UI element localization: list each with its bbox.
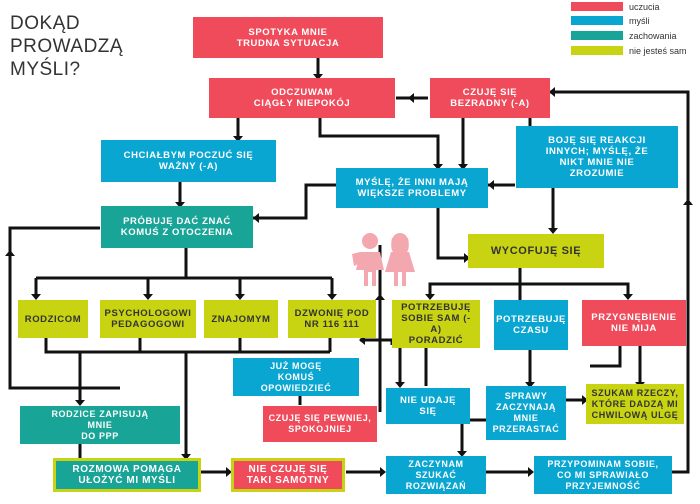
node-potrzebuje-czasu: POTRZEBUJĘ CZASU [494,300,568,350]
node-boje-sie-reakcji: BOJĘ SIĘ REAKCJI INNYCH; MYŚLĘ, ŻE NIKT … [516,126,678,188]
node-trudna-sytuacja: SPOTYKA MNIE TRUDNA SYTUACJA [193,17,383,58]
node-telefon-116111: DZWONIĘ POD NR 116 111 [288,300,376,338]
node-probuje-dac-znac: PRÓBUJĘ DAĆ ZNAĆ KOMUŚ Z OTOCZENIA [101,206,253,248]
node-bezradny: CZUJĘ SIĘ BEZRADNY (-A) [430,78,550,118]
children-illustration-icon [352,233,415,286]
node-poczuc-sie-wazny: CHCIAŁBYM POCZUĆ SIĘ WAŻNY (-A) [101,140,276,182]
legend-label: nie jesteś sam [629,45,687,56]
node-szukam-rozwiazan: ZACZYNAM SZUKAĆ ROZWIĄZAŃ [386,456,486,494]
legend-item-nie-jestes-sam: nie jesteś sam [571,44,695,57]
node-psychologowi-pedagogowi: PSYCHOLOGOWI PEDAGOGOWI [100,300,196,338]
legend-item-uczucia: uczucia [571,0,695,13]
node-chwilowa-ulga: SZUKAM RZECZY, KTÓRE DADZĄ MI CHWILOWĄ U… [586,384,684,424]
node-rodzicom: RODZICOM [18,300,88,338]
node-nie-udaje: NIE UDAJĘ SIĘ [386,388,470,424]
page-title: DOKĄD PROWADZĄ MYŚLI? [10,13,124,80]
node-wycofuje-sie: WYCOFUJĘ SIĘ [468,234,604,268]
legend-item-zachowania: zachowania [571,29,695,42]
legend-label: myśli [629,15,650,26]
node-znajomym: ZNAJOMYM [204,300,278,338]
node-ciagly-niepokoj: ODCZUWAM CIĄGŁY NIEPOKÓJ [209,78,395,118]
legend-item-mysli: myśli [571,14,695,27]
node-przyjemnosc: PRZYPOMINAM SOBIE, CO MI SPRAWIAŁO PRZYJ… [534,456,672,494]
node-rozmowa-pomaga: ROZMOWA POMAGA UŁOŻYĆ MI MYŚLI [53,458,201,492]
legend-label: uczucia [629,1,660,12]
legend-swatch [571,46,623,55]
legend-swatch [571,2,623,11]
node-przygnebienie: PRZYGNĘBIENIE NIE MIJA [582,300,686,346]
node-juz-moge-opowiedziec: JUŻ MOGĘ KOMUŚ OPOWIEDZIEĆ [233,358,359,396]
node-inni-maja-wieksze-problemy: MYŚLĘ, ŻE INNI MAJĄ WIĘKSZE PROBLEMY [336,168,488,208]
node-pewniej-spokojniej: CZUJĘ SIĘ PEWNIEJ, SPOKOJNIEJ [263,406,377,442]
node-nie-czuje-sie-samotny: NIE CZUJĘ SIĘ TAKI SAMOTNY [231,458,345,492]
node-sprawy-przerastaja: SPRAWY ZACZYNAJĄ MNIE PRZERASTAĆ [486,386,566,440]
node-sam-sobie-poradzic: POTRZEBUJĘ SOBIE SAM (-A) PORADZIĆ [392,300,480,348]
node-rodzice-ppp: RODZICE ZAPISUJĄ MNIE DO PPP [20,406,180,444]
legend-swatch [571,16,623,25]
legend-label: zachowania [629,30,677,41]
legend-swatch [571,31,623,40]
